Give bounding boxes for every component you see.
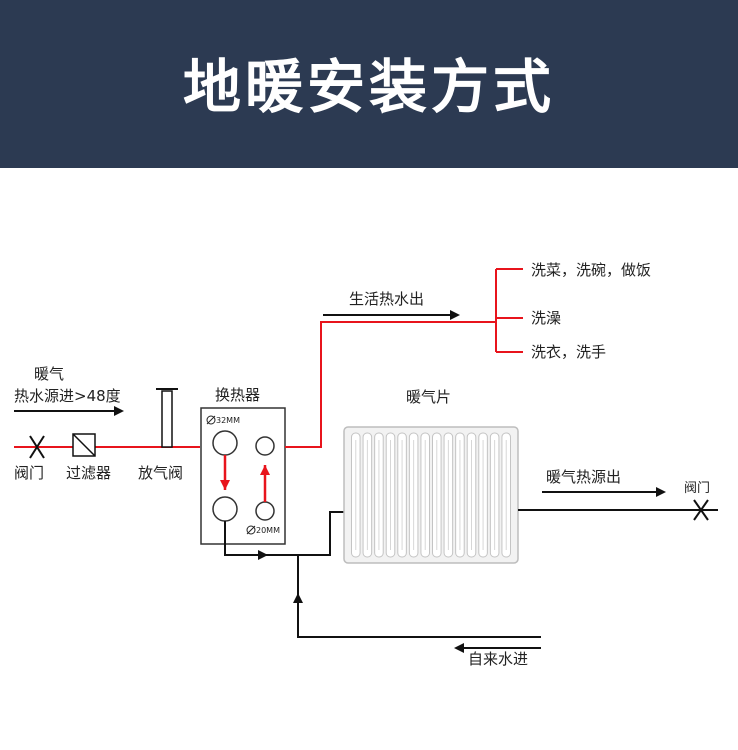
heating-out-label: 暖气热源出	[546, 468, 621, 486]
valve-left-label: 阀门	[14, 464, 44, 482]
size-20-label: 20MM	[256, 526, 280, 535]
air-release-valve-icon	[156, 388, 178, 448]
right-valve-icon	[693, 499, 709, 521]
header-banner: 地暖安装方式	[0, 0, 738, 168]
use-kitchen-label: 洗菜，洗碗，做饭	[531, 261, 651, 279]
hot-water-out-label: 生活热水出	[349, 290, 424, 308]
tap-water-in-label: 自来水进	[468, 650, 528, 668]
upflow-arrow-icon	[293, 593, 303, 603]
heat-exchanger-label: 换热器	[215, 386, 260, 404]
diameter-20-icon	[246, 525, 256, 535]
use-bath-label: 洗澡	[531, 309, 561, 327]
valve-right-label: 阀门	[684, 481, 710, 496]
heating-in-label-2: 热水源进>48度	[14, 387, 121, 405]
filter-label: 过滤器	[66, 464, 111, 482]
tap-water-in-line	[297, 555, 541, 638]
heat-exchanger	[200, 407, 286, 545]
radiator-label: 暖气片	[406, 388, 451, 406]
page-title: 地暖安装方式	[182, 53, 555, 121]
radiator	[343, 426, 519, 564]
filter-icon	[72, 433, 96, 457]
use-laundry-label: 洗衣，洗手	[531, 343, 606, 361]
air-valve-label: 放气阀	[138, 464, 183, 482]
diameter-32-icon	[206, 415, 216, 425]
exchanger-to-radiator-line	[224, 511, 344, 556]
left-valve-icon	[29, 435, 45, 459]
size-32-label: 32MM	[216, 416, 240, 425]
flow-arrow-icon	[258, 550, 268, 560]
domestic-hot-water-line	[285, 321, 496, 448]
heating-in-label-1: 暖气	[34, 365, 64, 383]
